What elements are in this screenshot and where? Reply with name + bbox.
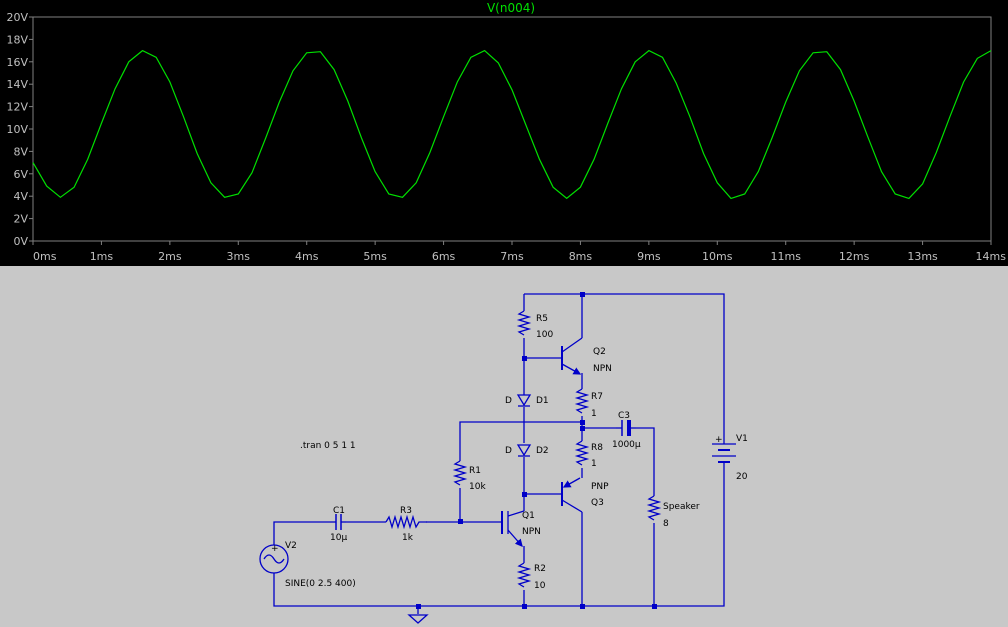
c3-name: C3: [618, 411, 630, 421]
speaker-value: 8: [663, 519, 669, 529]
y-tick-label: 4V: [13, 190, 28, 203]
x-tick-label: 5ms: [363, 250, 387, 263]
x-tick-label: 6ms: [432, 250, 456, 263]
x-tick-label: 10ms: [702, 250, 733, 263]
v1-plus-label: +: [715, 435, 723, 445]
resistor-r3-symbol[interactable]: [385, 514, 427, 530]
q3-name: Q3: [591, 498, 604, 508]
schematic-canvas[interactable]: + + R5 100 Q2 NPN D D1 R7 1 C3 1000µ D D…: [0, 266, 1008, 627]
d1-model: D: [505, 396, 512, 406]
component-labels: R5 100 Q2 NPN D D1 R7 1 C3 1000µ D D2 R8…: [285, 314, 748, 591]
q1-name: Q1: [522, 511, 535, 521]
x-tick-label: 8ms: [569, 250, 593, 263]
c1-value: 10µ: [330, 533, 347, 543]
y-tick-label: 0V: [13, 235, 28, 248]
wires: [273, 293, 725, 614]
speaker-name: Speaker: [663, 502, 700, 512]
x-tick-label: 14ms: [976, 250, 1007, 263]
d2-model: D: [505, 446, 512, 456]
x-tick-label: 4ms: [295, 250, 319, 263]
chart-title[interactable]: V(n004): [487, 1, 535, 15]
y-tick-label: 8V: [13, 145, 28, 158]
y-tick-label: 10V: [6, 123, 28, 136]
r5-name: R5: [536, 314, 548, 324]
schematic-pane[interactable]: + + R5 100 Q2 NPN D D1 R7 1 C3 1000µ D D…: [0, 266, 1008, 627]
x-tick-label: 3ms: [227, 250, 251, 263]
r1-name: R1: [469, 466, 481, 476]
resistor-r2-symbol[interactable]: [516, 562, 532, 588]
r2-name: R2: [534, 564, 546, 574]
diode-d1-symbol[interactable]: [516, 393, 532, 407]
trace-v-n004[interactable]: [32, 49, 992, 200]
transistor-q2-symbol[interactable]: [561, 337, 583, 375]
capacitor-c3-symbol[interactable]: [616, 420, 636, 436]
y-tick-label: 2V: [13, 213, 28, 226]
capacitor-c1-symbol[interactable]: [330, 514, 346, 530]
resistor-r7-symbol[interactable]: [574, 388, 590, 414]
q3-model: PNP: [591, 482, 609, 492]
sine-source-v2-symbol[interactable]: +: [259, 544, 289, 574]
x-tick-label: 12ms: [839, 250, 870, 263]
q1-model: NPN: [522, 527, 541, 537]
resistor-r5-symbol[interactable]: [516, 310, 532, 336]
plot-frame: [32, 16, 992, 242]
transistor-q3-symbol[interactable]: [561, 477, 583, 513]
v2-name: V2: [285, 541, 297, 551]
resistor-r8-symbol[interactable]: [574, 440, 590, 466]
svg-text:+: +: [271, 544, 279, 554]
resistor-r1-symbol[interactable]: [452, 460, 468, 486]
ground-icon[interactable]: [407, 614, 429, 624]
y-tick-label: 16V: [6, 56, 28, 69]
y-tick-label: 18V: [6, 33, 28, 46]
c3-value: 1000µ: [612, 440, 641, 450]
x-tick-label: 0ms: [33, 250, 57, 263]
d1-name: D1: [536, 396, 549, 406]
d2-name: D2: [536, 446, 549, 456]
c1-name: C1: [333, 506, 345, 516]
x-axis: 0ms 1ms 2ms 3ms 4ms 5ms 6ms 7ms 8ms 9ms 10ms 11ms 12…: [32, 241, 1007, 263]
junction-dots: [416, 292, 657, 609]
r8-value: 1: [591, 459, 597, 469]
y-tick-label: 12V: [6, 101, 28, 114]
x-tick-label: 13ms: [907, 250, 938, 263]
x-tick-label: 11ms: [770, 250, 801, 263]
x-tick-label: 9ms: [637, 250, 661, 263]
speaker-resistor-symbol[interactable]: [646, 495, 662, 521]
r3-value: 1k: [402, 533, 414, 543]
waveform-plot-pane[interactable]: V(n004) 0V 2V 4V 6V 8V 10V 12V 14V 16V 18V 20V 0ms…: [0, 0, 1008, 266]
v1-name: V1: [736, 434, 748, 444]
q2-name: Q2: [593, 347, 606, 357]
r2-value: 10: [534, 581, 546, 591]
y-axis: 0V 2V 4V 6V 8V 10V 12V 14V 16V 18V 20V: [6, 11, 33, 248]
spice-directive[interactable]: .tran 0 5 1 1: [300, 441, 356, 451]
y-tick-label: 14V: [6, 78, 28, 91]
waveform-chart[interactable]: V(n004) 0V 2V 4V 6V 8V 10V 12V 14V 16V 18V 20V 0ms…: [0, 0, 1008, 266]
y-tick-label: 6V: [13, 168, 28, 181]
diode-d2-symbol[interactable]: [516, 444, 532, 457]
r7-name: R7: [591, 392, 603, 402]
x-tick-label: 2ms: [158, 250, 182, 263]
v2-value: SINE(0 2.5 400): [285, 579, 356, 589]
r8-name: R8: [591, 443, 603, 453]
voltage-source-v1-symbol[interactable]: [712, 438, 736, 466]
x-tick-label: 1ms: [90, 250, 114, 263]
v1-value: 20: [736, 472, 748, 482]
transistor-q1-symbol[interactable]: [501, 510, 525, 547]
q2-model: NPN: [593, 364, 612, 374]
y-tick-label: 20V: [6, 11, 28, 24]
r5-value: 100: [536, 330, 553, 340]
x-tick-label: 7ms: [500, 250, 524, 263]
r1-value: 10k: [469, 482, 486, 492]
r3-name: R3: [400, 506, 412, 516]
r7-value: 1: [591, 409, 597, 419]
